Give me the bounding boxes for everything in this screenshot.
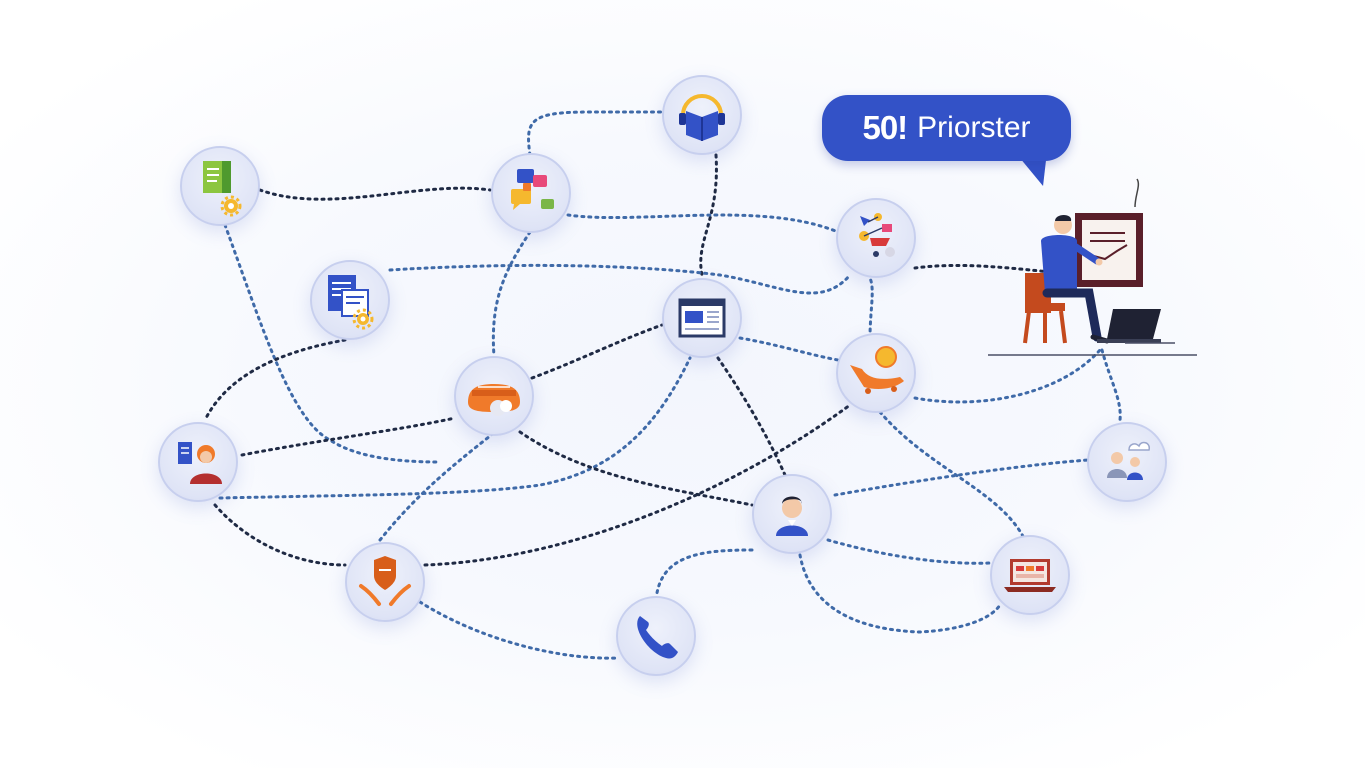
shield-hands-icon bbox=[359, 556, 411, 606]
link-5 bbox=[388, 263, 852, 295]
link-14 bbox=[716, 356, 787, 477]
callout-number: 50! bbox=[862, 109, 908, 146]
link-12 bbox=[218, 356, 692, 500]
link-6 bbox=[913, 263, 1052, 274]
link-9 bbox=[491, 230, 532, 358]
laptop-dashboard-icon bbox=[1004, 559, 1056, 592]
user-avatar-icon bbox=[776, 496, 808, 536]
link-25 bbox=[654, 548, 754, 602]
node-cloud-tasks[interactable] bbox=[454, 356, 534, 436]
link-19 bbox=[913, 348, 1102, 404]
node-chat[interactable] bbox=[491, 153, 571, 233]
browser-window-icon bbox=[678, 298, 726, 338]
link-18 bbox=[423, 403, 852, 567]
link-21 bbox=[833, 458, 1090, 497]
link-2 bbox=[527, 110, 664, 157]
delivery-icon bbox=[850, 346, 904, 394]
link-17 bbox=[378, 430, 497, 542]
link-11 bbox=[240, 416, 457, 457]
person-at-desk-icon bbox=[988, 178, 1197, 356]
team-cloud-icon bbox=[1107, 441, 1150, 480]
link-7 bbox=[223, 223, 442, 464]
document-gear-icon bbox=[203, 161, 242, 217]
node-browser[interactable] bbox=[662, 278, 742, 358]
link-24 bbox=[798, 553, 1002, 634]
node-phone[interactable] bbox=[616, 596, 696, 676]
headset-book-icon bbox=[679, 94, 725, 141]
node-delivery[interactable] bbox=[836, 333, 916, 413]
link-3 bbox=[699, 153, 718, 277]
link-26 bbox=[418, 600, 619, 660]
node-laptop[interactable] bbox=[990, 535, 1070, 615]
link-1 bbox=[258, 186, 492, 201]
node-document-gear[interactable] bbox=[180, 146, 260, 226]
callout-bubble: 50! Priorster bbox=[822, 95, 1071, 161]
node-support[interactable] bbox=[662, 75, 742, 155]
link-4 bbox=[566, 213, 840, 234]
link-15 bbox=[518, 430, 754, 507]
link-13 bbox=[738, 336, 840, 362]
chat-bubbles-icon bbox=[511, 169, 554, 210]
link-27 bbox=[868, 276, 874, 340]
node-team-cloud[interactable] bbox=[1087, 422, 1167, 502]
link-10 bbox=[530, 323, 664, 380]
network-shapes-icon bbox=[859, 213, 895, 257]
link-16 bbox=[213, 503, 347, 567]
report-gear-icon bbox=[328, 275, 374, 330]
phone-icon bbox=[637, 616, 678, 659]
callout-word: Priorster bbox=[917, 111, 1031, 144]
node-network[interactable] bbox=[836, 198, 916, 278]
node-protection[interactable] bbox=[345, 542, 425, 622]
link-23 bbox=[826, 538, 992, 565]
node-agent[interactable] bbox=[158, 422, 238, 502]
link-22 bbox=[1100, 348, 1122, 422]
support-agent-icon bbox=[178, 442, 222, 484]
link-20 bbox=[878, 410, 1027, 542]
node-user[interactable] bbox=[752, 474, 832, 554]
link-8 bbox=[203, 338, 347, 422]
node-report[interactable] bbox=[310, 260, 390, 340]
cloud-tasks-icon bbox=[468, 384, 520, 416]
